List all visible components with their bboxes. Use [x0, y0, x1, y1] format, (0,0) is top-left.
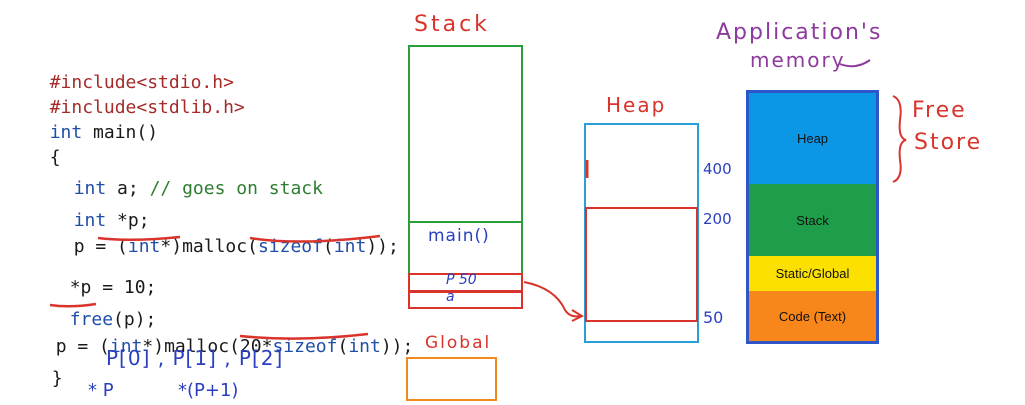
- segment-stack: Stack: [749, 184, 876, 256]
- heap-box: [584, 123, 699, 343]
- stack-a-cell: [408, 291, 523, 309]
- stack-box: [408, 45, 523, 309]
- code-line-malloc-one: p = (int*)malloc(sizeof(int));: [73, 236, 399, 257]
- address-400: 400: [703, 160, 732, 178]
- underline-sizeof-20: [239, 332, 369, 340]
- heap-allocated-block: [585, 207, 698, 322]
- address-200: 200: [703, 210, 732, 228]
- segment-heap: Heap: [749, 93, 876, 184]
- code-line-free: free(p);: [69, 309, 157, 330]
- underline-sizeof-int: [249, 234, 381, 243]
- code-line-main: int main(): [49, 122, 159, 143]
- p-value-label: P 50: [446, 272, 477, 288]
- main-frame-label: main(): [428, 226, 490, 246]
- app-memory-underline: [839, 59, 871, 68]
- underline-free: [49, 302, 97, 308]
- address-50: 50: [703, 308, 724, 327]
- segment-static-global: Static/Global: [749, 256, 876, 291]
- code-line-close-brace: }: [51, 368, 63, 389]
- deref-p-plus-one-note: *(P+1): [178, 380, 239, 401]
- app-memory-title-line1: Application's: [716, 20, 883, 45]
- code-line-include-stdio: #include<stdio.h>: [49, 72, 234, 93]
- code-line-malloc-array: p = (int*)malloc(20*sizeof(int));: [55, 336, 414, 357]
- stack-title: Stack: [414, 12, 490, 37]
- code-line-assign: *p = 10;: [69, 277, 157, 298]
- pointer-arrow-head: [571, 309, 585, 322]
- global-label: Global: [425, 333, 492, 353]
- code-line-int-a: int a; // goes on stack: [73, 178, 323, 199]
- array-access-note: P[0] , P[1] , P[2]: [106, 346, 284, 370]
- segment-code-text: Code (Text): [749, 291, 876, 341]
- underline-int-cast: [97, 235, 181, 242]
- heap-title: Heap: [606, 93, 667, 117]
- a-label: a: [446, 289, 455, 305]
- global-box: [406, 357, 497, 401]
- app-memory-title-line2: memory: [750, 48, 846, 72]
- memory-map: Heap Stack Static/Global Code (Text): [746, 90, 879, 344]
- free-store-label-line2: Store: [914, 130, 983, 155]
- code-line-include-stdlib: #include<stdlib.h>: [49, 97, 245, 118]
- pointer-arrow: [523, 281, 581, 318]
- code-line-open-brace: {: [49, 147, 61, 168]
- code-line-int-p: int *p;: [73, 210, 150, 231]
- free-store-brace: [892, 95, 907, 183]
- deref-p-note: * P: [88, 380, 114, 401]
- free-store-label-line1: Free: [912, 98, 967, 123]
